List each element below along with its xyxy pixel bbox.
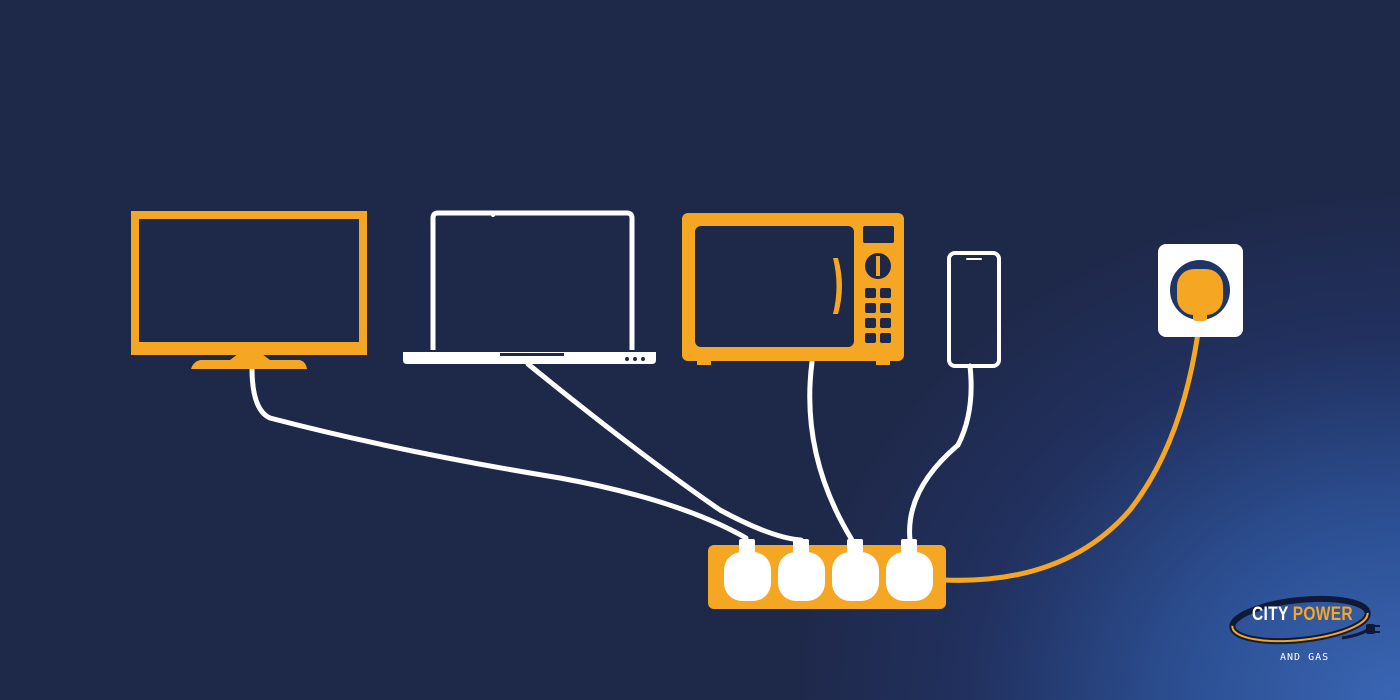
laptop-cable [525, 361, 804, 543]
logo-tagline: AND GAS [1280, 652, 1330, 663]
tv-icon [131, 211, 367, 369]
mains-cable [941, 315, 1203, 583]
logo-plug-icon [1366, 624, 1380, 634]
microwave-icon [682, 213, 904, 365]
logo-swoosh-icon [1229, 595, 1380, 645]
power-strip-outlet-4 [886, 539, 933, 601]
cables [249, 315, 1203, 583]
power-strip-outlet-3 [832, 539, 879, 601]
brand-logo: CITY POWER AND GAS [1222, 586, 1382, 676]
logo-word-city: CITY [1252, 604, 1289, 625]
logo-word-power: POWER [1292, 604, 1353, 625]
tv-cable [249, 365, 749, 541]
microwave-cable [807, 359, 855, 543]
logo-wordmark: CITY POWER [1252, 604, 1353, 626]
smartphone-icon [947, 251, 1001, 368]
power-strip-outlet-2 [778, 539, 825, 601]
wall-socket-icon [1158, 244, 1243, 337]
phone-cable [907, 363, 974, 543]
power-strip-outlet-1 [724, 539, 771, 601]
power-strip-icon [708, 539, 946, 609]
laptop-icon [403, 210, 656, 364]
